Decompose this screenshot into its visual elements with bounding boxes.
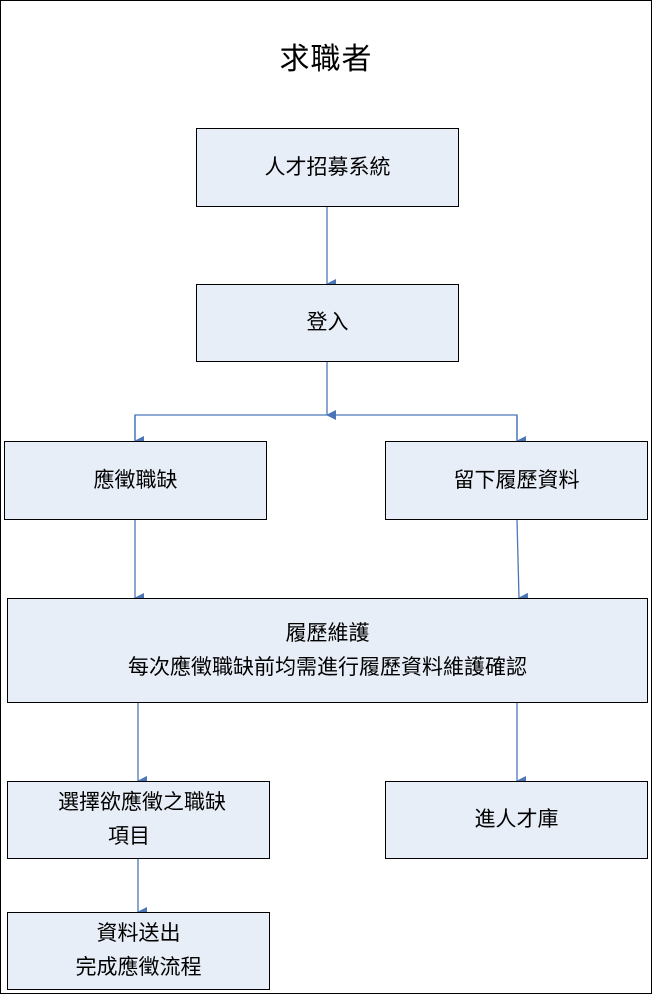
node-leave-resume-label: 留下履歷資料 <box>453 467 580 492</box>
node-apply-job: 應徵職缺 <box>4 441 267 520</box>
node-resume-maintenance-line2: 每次應徵職缺前均需進行履歷資料維護確認 <box>128 654 527 679</box>
node-login-label: 登入 <box>306 310 349 335</box>
node-select-job-line1: 選擇欲應徵之職缺 <box>58 790 226 815</box>
diagram-title: 求職者 <box>279 42 373 77</box>
node-recruit-system-label: 人才招募系統 <box>264 154 391 179</box>
node-login: 登入 <box>196 284 459 362</box>
node-apply-job-label: 應徵職缺 <box>93 467 178 492</box>
node-resume-maintenance: 履歷維護 每次應徵職缺前均需進行履歷資料維護確認 <box>7 598 648 703</box>
arrow-leave-to-resume <box>516 519 529 603</box>
split-connector <box>134 414 518 440</box>
node-recruit-system: 人才招募系統 <box>196 128 459 207</box>
node-submit-line1: 資料送出 <box>96 921 181 946</box>
node-leave-resume: 留下履歷資料 <box>385 441 648 520</box>
node-talent-pool: 進人才庫 <box>385 781 648 859</box>
node-select-job: 選擇欲應徵之職缺 項目 <box>7 781 270 859</box>
node-submit-line2: 完成應徵流程 <box>75 955 202 979</box>
node-resume-maintenance-line1: 履歷維護 <box>285 620 370 645</box>
node-submit: 資料送出 完成應徵流程 <box>7 912 270 990</box>
node-select-job-line2: 項目 <box>108 824 150 848</box>
node-talent-pool-label: 進人才庫 <box>474 807 559 832</box>
